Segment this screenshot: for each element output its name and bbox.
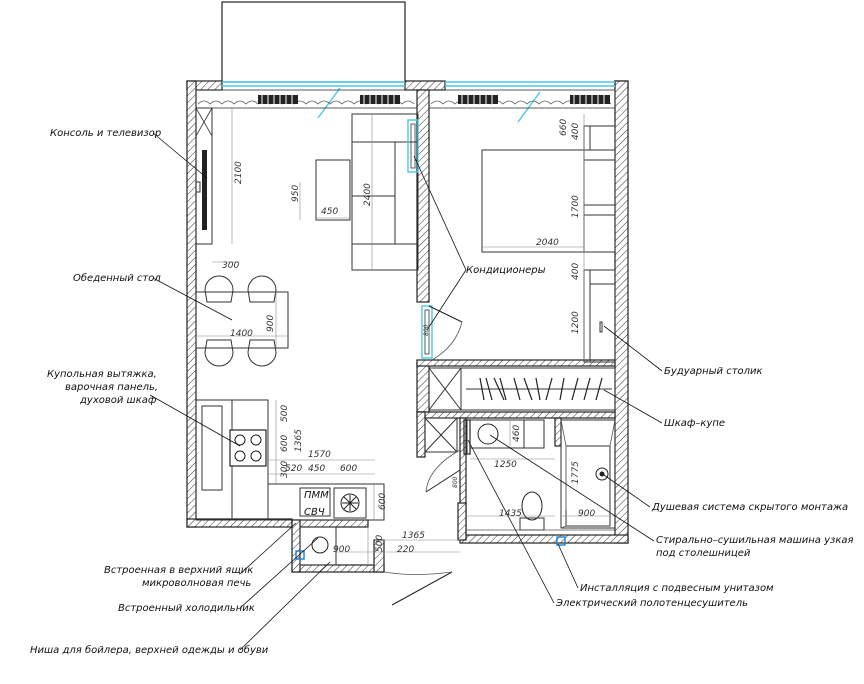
label-air-conditioners: Кондиционеры bbox=[466, 265, 546, 276]
dim-660: 660 bbox=[559, 119, 569, 136]
dim-1400: 1400 bbox=[230, 329, 253, 339]
dim-900a: 900 bbox=[266, 315, 276, 332]
label-toilet: Инсталляция с подвесным унитазом bbox=[580, 583, 774, 594]
dim-2040: 2040 bbox=[536, 238, 559, 248]
dim-460: 460 bbox=[512, 425, 522, 442]
dim-1200: 1200 bbox=[571, 311, 581, 334]
windows bbox=[222, 81, 615, 123]
curtain-band bbox=[195, 89, 616, 109]
dim-800b: 800 bbox=[452, 476, 459, 488]
kitchen bbox=[195, 399, 385, 566]
label-washer-1: Стирально–сушильная машина узкая bbox=[656, 535, 854, 546]
dim-1250: 1250 bbox=[494, 460, 517, 470]
dimension-values: 2100 950 450 2400 300 1400 900 660 400 1… bbox=[222, 119, 595, 555]
dim-300b: 300 bbox=[280, 461, 290, 478]
bed bbox=[481, 125, 616, 253]
dim-1570: 1570 bbox=[308, 450, 331, 460]
label-dining-table: Обеденный стол bbox=[73, 272, 161, 284]
air-conditioners bbox=[407, 119, 433, 359]
dim-520: 520 bbox=[285, 464, 302, 474]
entrance bbox=[383, 571, 453, 606]
dim-2100: 2100 bbox=[234, 161, 244, 184]
dim-450b: 450 bbox=[308, 464, 325, 474]
dim-1365a: 1365 bbox=[294, 429, 304, 452]
dining-table-group bbox=[195, 275, 289, 367]
tv-console bbox=[195, 107, 213, 245]
dim-600b: 600 bbox=[340, 464, 357, 474]
dim-1700: 1700 bbox=[571, 195, 581, 218]
label-vanity: Будуарный столик bbox=[664, 366, 763, 377]
dimension-lines bbox=[196, 108, 615, 565]
vanity bbox=[583, 269, 616, 363]
label-boiler-niche: Ниша для бойлера, верхней одежды и обуви bbox=[30, 644, 269, 656]
label-dishwasher: ПММ bbox=[304, 490, 329, 501]
dim-220: 220 bbox=[397, 545, 414, 555]
label-microwave-2: микроволновая печь bbox=[142, 578, 251, 589]
label-hood-1: Купольная вытяжка, bbox=[47, 369, 157, 380]
wardrobe-unit bbox=[428, 367, 616, 411]
dim-600c: 600 bbox=[378, 493, 388, 510]
partition-walls bbox=[291, 89, 616, 573]
label-hood-2: варочная панель, bbox=[65, 382, 158, 393]
dim-950: 950 bbox=[291, 185, 301, 202]
dim-1775: 1775 bbox=[571, 461, 581, 484]
balcony bbox=[221, 1, 406, 83]
label-console-tv: Консоль и телевизор bbox=[50, 128, 161, 139]
dim-500b: 500 bbox=[375, 535, 385, 552]
label-wardrobe: Шкаф–купе bbox=[664, 418, 725, 429]
dim-1435: 1435 bbox=[499, 509, 522, 519]
annotations: Консоль и телевизор Обеденный стол Купол… bbox=[30, 128, 854, 656]
bathroom bbox=[463, 419, 616, 546]
dim-2400: 2400 bbox=[363, 183, 373, 206]
label-towel-rail: Электрический полотенцесушитель bbox=[555, 598, 748, 609]
label-washer-2: под столешницей bbox=[656, 548, 751, 559]
dim-300a: 300 bbox=[222, 261, 239, 271]
label-fridge: Встроенный холодильник bbox=[118, 603, 255, 614]
dim-450a: 450 bbox=[321, 207, 338, 217]
dim-900b: 900 bbox=[578, 509, 595, 519]
label-microwave-1: Встроенная в верхний ящик bbox=[104, 565, 253, 576]
dim-900c: 900 bbox=[333, 545, 350, 555]
outer-walls bbox=[186, 80, 629, 573]
dim-400b: 400 bbox=[571, 263, 581, 280]
bedroom-door bbox=[428, 305, 463, 361]
dim-400a: 400 bbox=[571, 123, 581, 140]
label-shower-system: Душевая система скрытого монтажа bbox=[651, 502, 848, 513]
dim-600a: 600 bbox=[280, 435, 290, 452]
hall-closet bbox=[424, 417, 461, 493]
label-hood-3: духовой шкаф bbox=[79, 395, 157, 406]
dim-800a: 800 bbox=[423, 324, 430, 336]
leader-lines bbox=[149, 132, 663, 651]
coffee-table bbox=[315, 159, 351, 221]
dim-1365b: 1365 bbox=[402, 531, 425, 541]
label-microwave-box: СВЧ bbox=[304, 507, 325, 518]
dim-500a: 500 bbox=[280, 405, 290, 422]
